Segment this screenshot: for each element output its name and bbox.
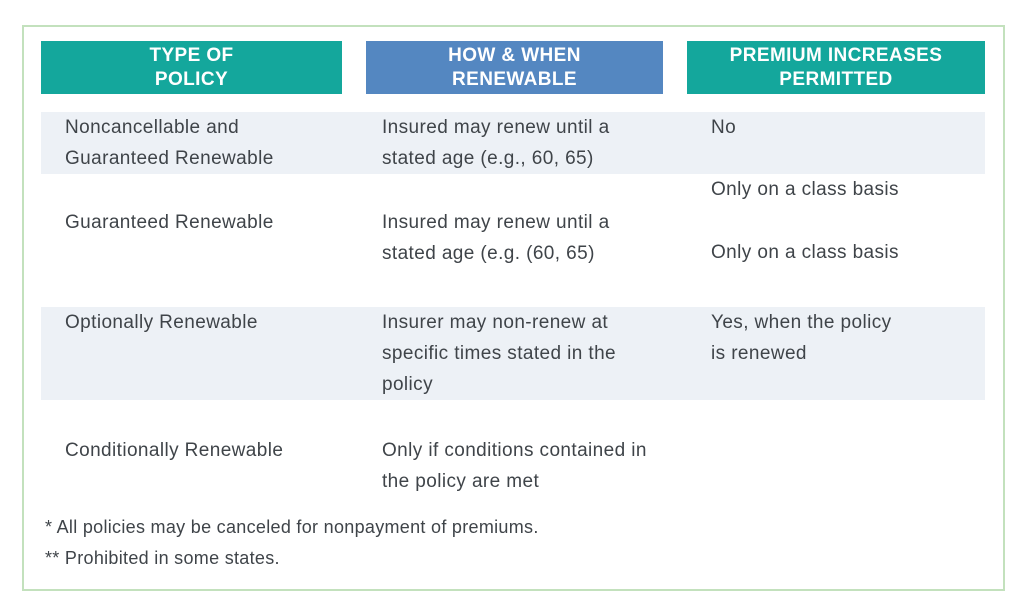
footnote-prohibited: ** Prohibited in some states. bbox=[45, 548, 280, 568]
cell-premium-increase: Yes, when the policy is renewed bbox=[687, 307, 985, 400]
cell-text: Yes, when the policy bbox=[711, 312, 892, 333]
cell-text: specific times stated in the bbox=[382, 343, 617, 364]
footnotes: * All policies may be canceled for nonpa… bbox=[45, 512, 985, 574]
column-header-type-of-policy: TYPE OF POLICY bbox=[41, 41, 342, 94]
cell-text: Only if conditions contained in bbox=[382, 440, 647, 461]
cell-text: Insurer may non-renew at bbox=[382, 312, 609, 333]
table-row-guaranteed-renewable: Guaranteed Renewable Insured may renew u… bbox=[41, 174, 985, 307]
cell-text: Only on a class basis bbox=[711, 242, 899, 263]
table-header-row: TYPE OF POLICY HOW & WHEN RENEWABLE PREM… bbox=[41, 41, 985, 94]
cell-text: Guaranteed Renewable bbox=[65, 148, 274, 169]
cell-premium-increase: Only on a class basis Only on a class ba… bbox=[687, 174, 985, 307]
cell-text: Conditionally Renewable bbox=[65, 440, 284, 461]
column-header-premium-increases: PREMIUM INCREASES PERMITTED bbox=[687, 41, 985, 94]
cell-text: is renewed bbox=[711, 343, 807, 364]
footnote-cancellation: * All policies may be canceled for nonpa… bbox=[45, 517, 539, 537]
cell-policy-type: Noncancellable and Guaranteed Renewable bbox=[41, 112, 342, 174]
header-line: POLICY bbox=[154, 68, 229, 90]
policy-comparison-table-card: TYPE OF POLICY HOW & WHEN RENEWABLE PREM… bbox=[22, 25, 1005, 591]
cell-text: Optionally Renewable bbox=[65, 312, 258, 333]
header-line: TYPE OF bbox=[149, 44, 234, 66]
cell-text: Guaranteed Renewable bbox=[65, 212, 274, 233]
header-line: HOW & WHEN bbox=[448, 44, 581, 66]
cell-policy-type: Optionally Renewable bbox=[41, 307, 342, 400]
cell-text: stated age (e.g. (60, 65) bbox=[382, 243, 595, 264]
table-content: TYPE OF POLICY HOW & WHEN RENEWABLE PREM… bbox=[24, 27, 985, 574]
table-row-noncancellable: Noncancellable and Guaranteed Renewable … bbox=[41, 112, 985, 174]
table-row-optionally-renewable: Optionally Renewable Insurer may non-ren… bbox=[41, 307, 985, 400]
cell-renewable: Insurer may non-renew at specific times … bbox=[366, 307, 663, 400]
cell-policy-type: Conditionally Renewable bbox=[41, 400, 342, 512]
header-line: RENEWABLE bbox=[452, 68, 577, 90]
cell-premium-increase bbox=[687, 400, 985, 512]
table-row-conditionally-renewable: Conditionally Renewable Only if conditio… bbox=[41, 400, 985, 512]
cell-text: No bbox=[711, 117, 737, 138]
cell-text: the policy are met bbox=[382, 471, 540, 492]
cell-renewable: Insured may renew until a stated age (e.… bbox=[366, 174, 663, 307]
header-line: PREMIUM INCREASES bbox=[729, 44, 943, 66]
cell-text: Noncancellable and bbox=[65, 117, 240, 138]
cell-premium-increase: No bbox=[687, 112, 985, 174]
column-header-how-when-renewable: HOW & WHEN RENEWABLE bbox=[366, 41, 663, 94]
cell-text: Insured may renew until a bbox=[382, 117, 610, 138]
cell-text: Only on a class basis bbox=[711, 179, 899, 200]
header-line: PERMITTED bbox=[779, 68, 893, 90]
cell-policy-type: Guaranteed Renewable bbox=[41, 174, 342, 307]
cell-text: policy bbox=[382, 374, 433, 395]
cell-renewable: Insured may renew until a stated age (e.… bbox=[366, 112, 663, 174]
cell-text: stated age (e.g., 60, 65) bbox=[382, 148, 594, 169]
cell-text: Insured may renew until a bbox=[382, 212, 610, 233]
cell-renewable: Only if conditions contained in the poli… bbox=[366, 400, 663, 512]
